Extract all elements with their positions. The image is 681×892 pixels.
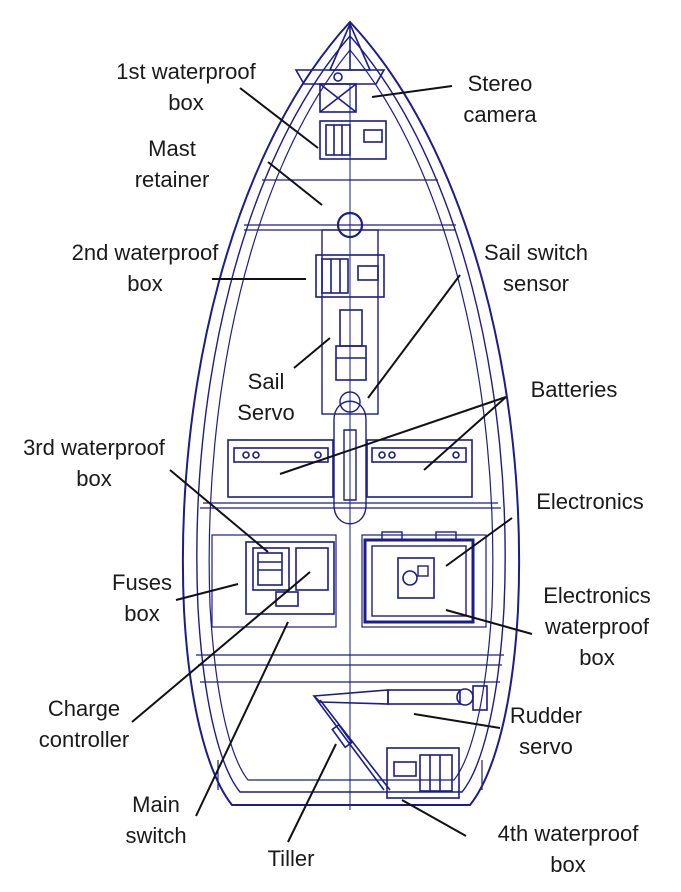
rudder-servo-shape [387, 685, 488, 711]
tiller-shape [312, 689, 391, 791]
keel-slot [333, 391, 367, 525]
hull-outer [181, 20, 521, 806]
waterproof-box-2-shape [315, 254, 385, 298]
label-batteries: Batteries [530, 377, 618, 402]
electronics-box-shape [363, 531, 475, 624]
mast-retainer-ring [336, 211, 364, 239]
battery-left-shape [227, 439, 334, 498]
waterproof-box-4-shape [386, 747, 460, 799]
label-tiller: Tiller [267, 846, 315, 871]
waterproof-box-1-shape [319, 120, 387, 160]
waterproof-box-3-shape [245, 541, 335, 615]
stereo-camera-shape [319, 83, 357, 113]
hull-inner [196, 34, 506, 793]
hull-deck-line [208, 49, 494, 781]
leader-lines [131, 85, 533, 843]
sail-servo-shape [335, 309, 367, 381]
mast-channel [321, 229, 379, 415]
label-electronics: Electronics [536, 489, 644, 514]
battery-right-shape [366, 439, 473, 498]
bow-fitting [294, 21, 386, 85]
